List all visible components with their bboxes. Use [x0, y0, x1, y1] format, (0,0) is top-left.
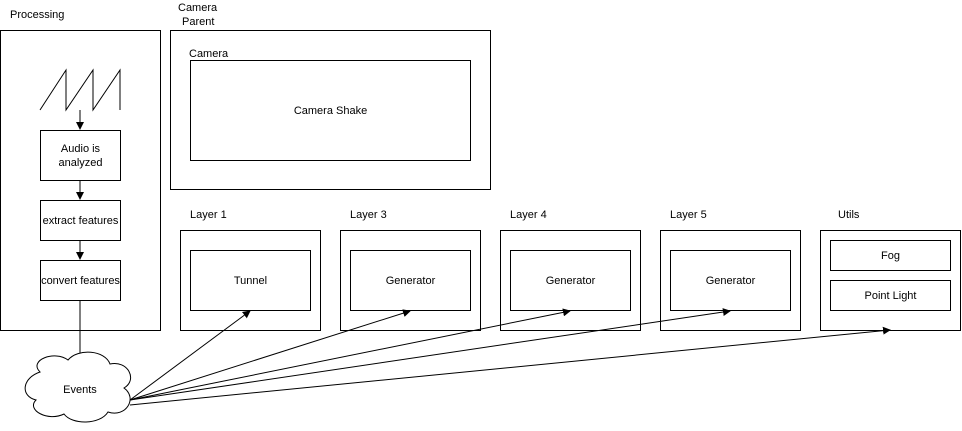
layer-5-generator-label: Generator [705, 274, 756, 287]
camera-parent-title-line1: Camera [178, 2, 218, 14]
layer-5-container [660, 230, 801, 331]
camera-parent-title-line2: Parent [182, 16, 215, 28]
fog-box [830, 240, 951, 271]
events-to-tunnel-arrow [129, 310, 251, 401]
layer-3-title: Layer 3 [350, 209, 387, 221]
layer-3-generator-label: Generator [385, 274, 436, 287]
camera-title: Camera [189, 48, 229, 60]
convert-features-label: convert features [41, 274, 120, 287]
layer-1-title: Layer 1 [190, 209, 227, 221]
point-light-box [830, 280, 951, 311]
layer-4-container [500, 230, 641, 331]
audio-analyzed-label: Audio is analyzed [58, 142, 103, 169]
point-light-label: Point Light [864, 289, 917, 302]
events-label: Events [63, 384, 97, 396]
convert-features-box: convert features [40, 260, 121, 301]
camera-parent-container [170, 30, 491, 190]
extract-features-label: extract features [42, 214, 119, 227]
events-to-layer-3-arrow [129, 309, 411, 401]
fog-label: Fog [881, 249, 900, 262]
utils-title: Utils [838, 209, 860, 221]
layer-4-title: Layer 4 [510, 209, 547, 221]
extract-features-box: extract features [40, 200, 121, 241]
layer-4-generator-label: Generator [545, 274, 596, 287]
layer-1-container [180, 230, 321, 331]
layer-3-container [340, 230, 481, 331]
tunnel-label: Tunnel [233, 274, 268, 287]
sawtooth-waveform-icon [39, 68, 121, 112]
camera-shake-label: Camera Shake [293, 104, 368, 117]
events-to-layer-4-arrow [129, 308, 571, 401]
layer-5-title: Layer 5 [670, 209, 707, 221]
processing-title: Processing [10, 9, 65, 21]
audio-analyzed-box: Audio is analyzed [40, 130, 121, 181]
camera-container [190, 60, 471, 161]
events-cloud [24, 351, 131, 423]
events-to-utils-arrow [129, 326, 891, 406]
events-to-layer-5-arrow [129, 308, 731, 401]
